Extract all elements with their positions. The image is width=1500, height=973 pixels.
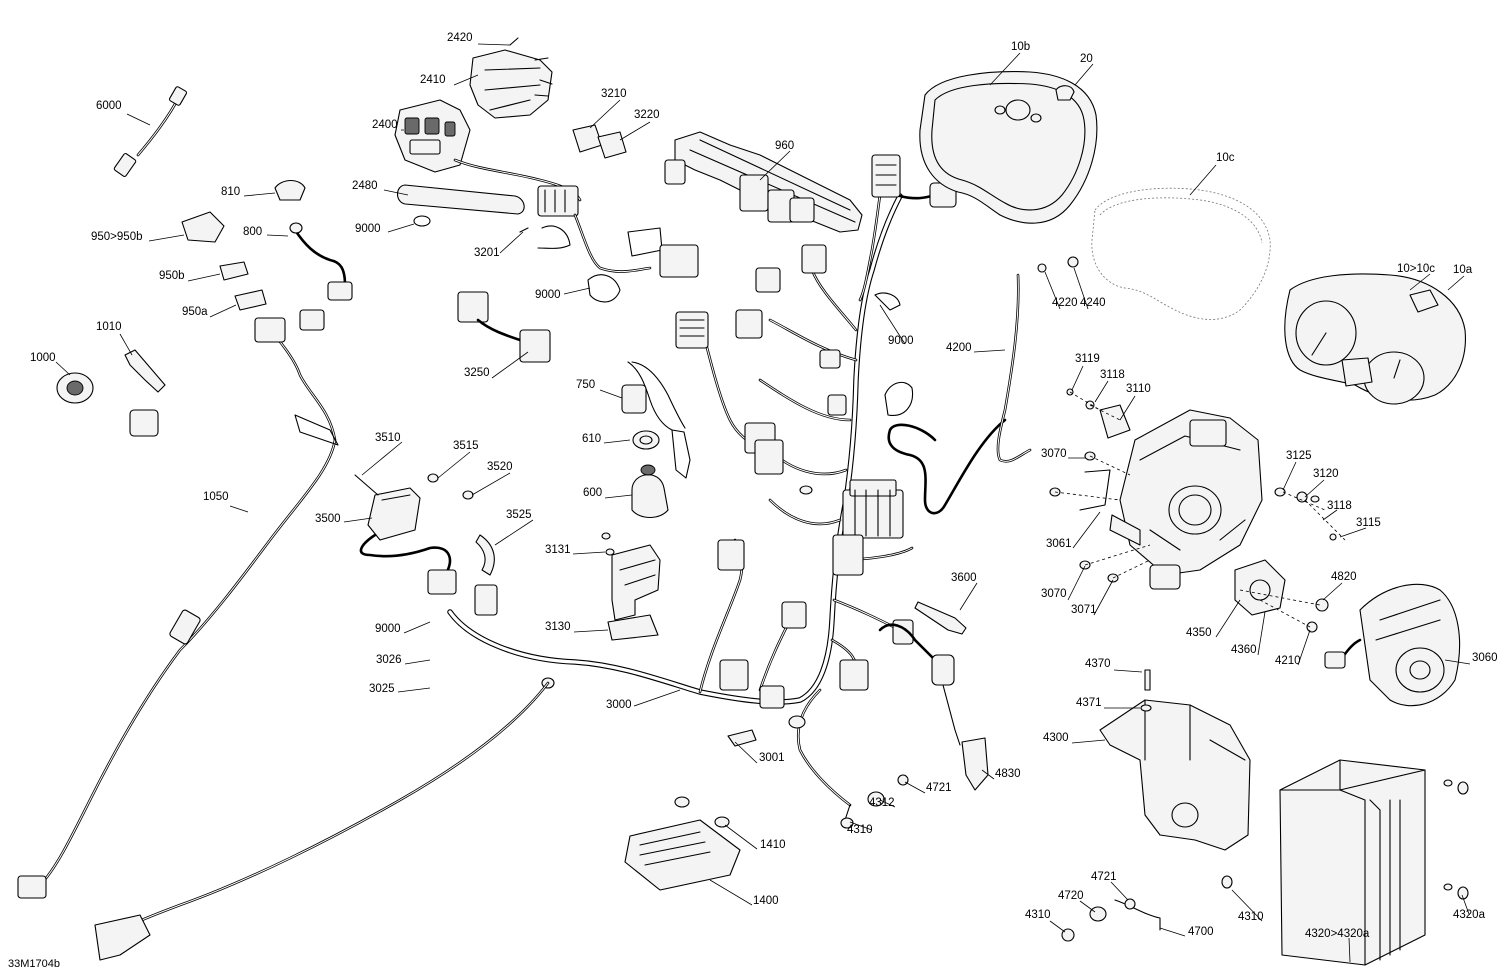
callout-label-4350: 4350 (1186, 627, 1212, 639)
callout-label-3600: 3600 (951, 572, 977, 584)
callout-label-9000-b: 9000 (535, 289, 561, 301)
callout-label-810: 810 (221, 186, 240, 198)
callout-label-3510: 3510 (375, 432, 401, 444)
callout-label-4820: 4820 (1331, 571, 1357, 583)
callout-label-3500: 3500 (315, 513, 341, 525)
callout-label-4721-a: 4721 (926, 782, 952, 794)
callout-label-4370: 4370 (1085, 658, 1111, 670)
callout-label-3131: 3131 (545, 544, 571, 556)
callout-label-9000-d: 9000 (888, 335, 914, 347)
callout-label-4310-c: 4310 (1025, 909, 1051, 921)
callout-label-4310-a: 4310 (847, 824, 873, 836)
callout-label-600: 600 (583, 487, 602, 499)
callout-label-950>950b: 950>950b (91, 231, 143, 243)
instrument-cluster (919, 71, 1466, 405)
callout-label-3061: 3061 (1046, 538, 1072, 550)
callout-label-750: 750 (576, 379, 595, 391)
callout-label-3220: 3220 (634, 109, 660, 121)
callout-label-950b: 950b (159, 270, 185, 282)
callout-label-800: 800 (243, 226, 262, 238)
callout-label-2400: 2400 (372, 119, 398, 131)
callout-label-950a: 950a (182, 306, 208, 318)
callout-label-3515: 3515 (453, 440, 479, 452)
bracket-3130 (601, 532, 661, 641)
callout-label-2420: 2420 (447, 32, 473, 44)
callout-label-1050: 1050 (203, 491, 229, 503)
callout-label-3118-a: 3118 (1100, 369, 1125, 381)
callout-label-1000: 1000 (30, 352, 56, 364)
harness-960 (664, 131, 957, 302)
callout-label-4320a: 4320a (1453, 909, 1486, 921)
sensor-3500 (354, 473, 495, 595)
callout-label-3115: 3115 (1356, 517, 1381, 529)
callout-label-1410: 1410 (760, 839, 786, 851)
bracket-4300 (1061, 669, 1469, 966)
callout-label-4210: 4210 (1275, 655, 1301, 667)
callout-label-2410: 2410 (420, 74, 446, 86)
callout-label-20: 20 (1080, 53, 1093, 65)
callout-label-3120: 3120 (1313, 468, 1339, 480)
callout-label-3000: 3000 (606, 699, 632, 711)
callout-label-10b: 10b (1011, 41, 1030, 53)
callout-label-4220: 4220 (1052, 297, 1078, 309)
callout-label-4371: 4371 (1076, 697, 1102, 709)
callout-label-4200: 4200 (946, 342, 972, 354)
callout-label-3125: 3125 (1286, 450, 1312, 462)
callout-label-3001: 3001 (759, 752, 785, 764)
callout-label-4300: 4300 (1043, 732, 1069, 744)
callout-label-2480: 2480 (352, 180, 378, 192)
left-small-parts (56, 179, 353, 437)
callout-label-3210: 3210 (601, 88, 627, 100)
callout-label-4721-b: 4721 (1091, 871, 1117, 883)
callout-label-3525: 3525 (506, 509, 532, 521)
connector-3250 (457, 291, 551, 363)
callout-labels: 2420 2410 2400 2480 9000 3210 3220 3201 9000 3250… (30, 32, 1498, 940)
callout-label-3110: 3110 (1126, 383, 1151, 395)
callout-label-9000-c: 9000 (375, 623, 401, 635)
relays (519, 124, 699, 303)
callout-label-3060: 3060 (1472, 652, 1498, 664)
callout-label-4312: 4312 (869, 797, 895, 809)
callout-label-3070-a: 3070 (1041, 448, 1067, 460)
handlebar-switch (394, 37, 582, 227)
callout-label-1400: 1400 (753, 895, 779, 907)
callout-label-3201: 3201 (474, 247, 500, 259)
callout-label-4240: 4240 (1080, 297, 1106, 309)
callout-label-10>10c: 10>10c (1397, 263, 1435, 275)
callout-label-6000: 6000 (96, 100, 122, 112)
callout-label-3026: 3026 (376, 654, 402, 666)
callout-label-3025: 3025 (369, 683, 395, 695)
harness-1050 (17, 309, 550, 961)
callout-label-4360: 4360 (1231, 644, 1257, 656)
callout-label-960: 960 (775, 140, 794, 152)
callout-label-4700: 4700 (1188, 926, 1214, 938)
callout-label-4310-b: 4310 (1238, 911, 1264, 923)
ecm-1400 (624, 729, 757, 891)
document-code: 33M1704b (8, 958, 60, 970)
callout-label-10c: 10c (1216, 152, 1235, 164)
callout-label-10a: 10a (1453, 264, 1473, 276)
callout-label-3071: 3071 (1071, 604, 1097, 616)
main-wire-harness (447, 193, 914, 807)
callout-label-9000-a: 9000 (355, 223, 381, 235)
callout-label-3130: 3130 (545, 621, 571, 633)
tether-ignition (621, 361, 691, 519)
callout-label-3520: 3520 (487, 461, 513, 473)
cable-4200 (874, 273, 1032, 515)
leader-lines (55, 43, 1471, 963)
callout-label-4720: 4720 (1058, 890, 1084, 902)
callout-label-3119: 3119 (1075, 353, 1100, 365)
callout-label-4320>4320a: 4320>4320a (1305, 928, 1370, 940)
callout-label-610: 610 (582, 433, 601, 445)
cable-6000 (113, 86, 188, 177)
throttle-assembly (1037, 256, 1461, 707)
callout-label-1010: 1010 (96, 321, 122, 333)
callout-label-3070-b: 3070 (1041, 588, 1067, 600)
callout-label-3118-b: 3118 (1327, 500, 1352, 512)
callout-label-3250: 3250 (464, 367, 490, 379)
right-harness-parts (840, 601, 989, 829)
callout-label-4830: 4830 (995, 768, 1021, 780)
